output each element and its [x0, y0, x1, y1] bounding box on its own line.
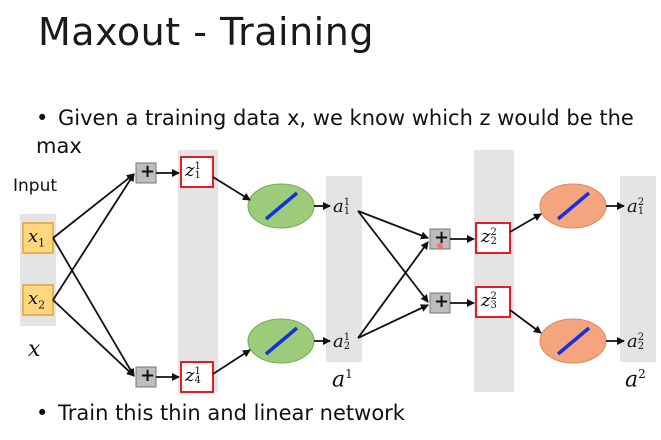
bullet-text: Given a training data x, we know which z…	[36, 106, 634, 158]
linear-line-icon	[264, 326, 299, 356]
edge	[357, 210, 429, 240]
layer-a2-base: a	[625, 367, 639, 393]
bullet-train-network: • Train this thin and linear network	[36, 401, 405, 425]
a22-sup: 2	[637, 332, 645, 343]
a12-sub: 1	[637, 206, 645, 217]
input-label: Input	[13, 176, 58, 196]
x2-label: x2	[28, 288, 45, 312]
z4-base: z	[185, 365, 195, 386]
bullet-given-training-data: •Given a training data x, we know which …	[36, 104, 636, 160]
edge	[509, 213, 542, 233]
bullet-text: Train this thin and linear network	[58, 401, 405, 425]
z4-sub: 4	[194, 375, 201, 386]
z1-box	[180, 156, 214, 188]
x1-sub: 1	[38, 236, 46, 250]
bullet-dot: •	[36, 401, 49, 425]
a11-base: a	[333, 196, 344, 217]
slide-title: Maxout - Training	[38, 10, 374, 54]
pointer-dot	[437, 243, 443, 249]
a11-sup: 1	[343, 197, 351, 208]
x2-sub: 2	[38, 298, 46, 312]
plus-l2-bottom-label: +	[434, 291, 450, 312]
edge	[52, 173, 135, 301]
a21-sub: 2	[343, 341, 351, 352]
z23-box	[475, 286, 511, 318]
bullet-dot: •	[36, 106, 49, 130]
z4-sup: 1	[194, 366, 201, 377]
x1-label: x1	[28, 226, 45, 250]
a22-sub: 2	[637, 341, 645, 352]
edge	[52, 237, 135, 377]
layer-a1-sup: 1	[345, 367, 353, 381]
z22-sub: 2	[490, 236, 497, 247]
plus-l2-top-label: +	[434, 227, 450, 248]
z1-sub: 1	[194, 170, 201, 181]
a12-base: a	[627, 196, 638, 217]
x2-base: x	[28, 288, 39, 309]
z1-sup: 1	[194, 161, 201, 172]
z1-column	[178, 150, 218, 392]
linear-line-icon	[556, 191, 591, 221]
edge	[212, 349, 251, 375]
linear-line-icon	[264, 191, 299, 221]
edge	[357, 304, 429, 339]
plus-bottom-label: +	[140, 365, 156, 386]
edge	[357, 210, 429, 303]
a2-column	[620, 176, 656, 362]
z23-sub: 3	[490, 300, 497, 311]
z4-box	[180, 361, 214, 393]
a12-sup: 2	[637, 197, 645, 208]
a21-base: a	[333, 331, 344, 352]
z22-box	[475, 222, 511, 254]
x1-base: x	[28, 226, 39, 247]
z22-sup: 2	[490, 227, 497, 238]
layer-a1-base: a	[332, 367, 346, 393]
z2-column	[474, 150, 514, 392]
z23-sup: 2	[490, 291, 497, 302]
edge	[212, 176, 251, 201]
a1-column	[326, 176, 362, 362]
z23-base: z	[481, 290, 491, 311]
x-vector-label: x	[28, 337, 41, 362]
a11-sub: 1	[343, 206, 351, 217]
edge	[357, 241, 429, 339]
layer-a2-sup: 2	[638, 367, 646, 381]
edge	[509, 309, 542, 334]
layer-a1-label: a1	[332, 367, 353, 392]
layer-a2-label: a2	[625, 367, 646, 392]
edge	[52, 299, 135, 377]
plus-top-label: +	[140, 161, 156, 182]
z22-base: z	[481, 226, 491, 247]
a22-base: a	[627, 331, 638, 352]
a21-sup: 1	[343, 332, 351, 343]
edge	[52, 173, 135, 239]
linear-line-icon	[556, 326, 591, 356]
z1-base: z	[185, 160, 195, 181]
